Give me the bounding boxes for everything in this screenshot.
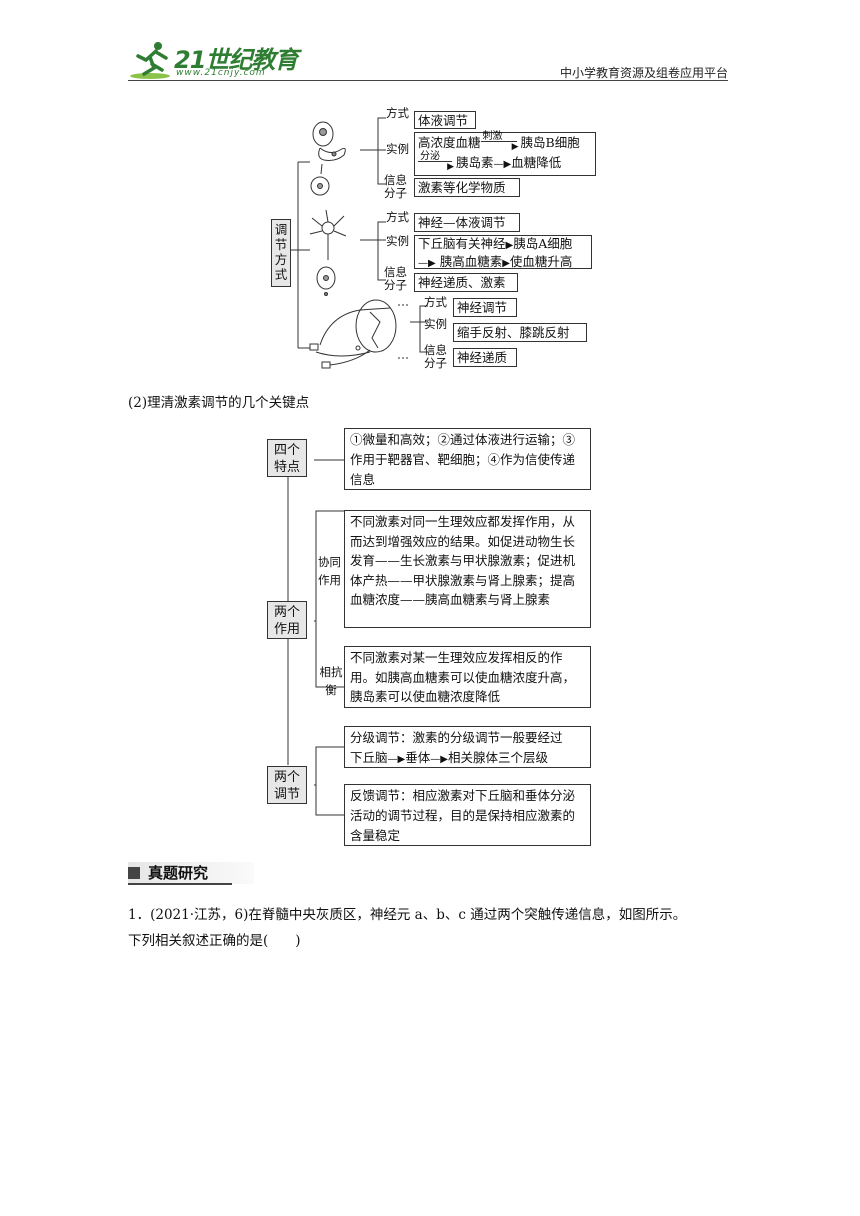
section3-header: 真题研究: [128, 862, 254, 885]
reflex-arc-icon: [309, 299, 410, 369]
ex-text: 使血糖升高: [509, 254, 573, 269]
logo-text: 21世纪教育: [174, 46, 298, 74]
two-effects-node: 两个作用: [267, 601, 307, 639]
arrow-icon: —▶: [493, 159, 512, 170]
grading-part: 相关腺体三个层级: [447, 750, 548, 765]
nh-example-label: 实例: [386, 234, 409, 248]
features-node: 四个特点: [267, 439, 307, 477]
platform-name: 中小学教育资源及组卷应用平台: [559, 66, 728, 80]
features-text: ①微量和高效；②通过体液进行运输；③作用于靶器官、靶细胞；④作为信使传递信息: [344, 428, 591, 490]
nh-info-label: 信息分子: [384, 265, 407, 292]
diagram1-connectors: [288, 117, 428, 369]
two-effects-label: 两个作用: [273, 605, 300, 637]
neural-info: 神经递质: [453, 348, 517, 367]
endocrine-cell-icon: [310, 121, 346, 196]
root-label: 调节方式: [274, 222, 288, 282]
nh-info: 神经递质、激素: [414, 273, 518, 292]
arrow-icon: ▶: [447, 162, 454, 172]
neural-example-label: 实例: [424, 317, 447, 331]
grading-part: 下丘脑: [350, 750, 388, 765]
header-divider: [128, 80, 728, 81]
humoral-mode: 体液调节: [414, 111, 476, 129]
arrow-icon: —▶: [430, 754, 448, 765]
ex-text: 胰高血糖素: [439, 254, 503, 269]
logo-url: www.21cnjy.com: [176, 68, 266, 78]
humoral-info-label: 信息分子: [384, 173, 407, 200]
neural-example: 缩手反射、膝跳反射: [453, 323, 587, 342]
antagonism-text: 不同激素对某一生理效应发挥相反的作用。如胰高血糖素可以使血糖浓度升高，胰岛素可以…: [344, 646, 591, 708]
synergy-label: 协同作用: [318, 555, 341, 587]
humoral-mode-label: 方式: [386, 106, 409, 120]
two-regulations-node: 两个调节: [267, 766, 307, 804]
section2-title: (2)理清激素调节的几个关键点: [128, 395, 310, 411]
question-line1: 1．(2021·江苏，6)在脊髓中央灰质区，神经元 a、b、c 通过两个突触传递…: [128, 907, 687, 923]
nh-example: 下丘脑有关神经▶胰岛A细胞 —▶ 胰高血糖素▶使血糖升高: [414, 235, 592, 269]
synergy-text: 不同激素对同一生理效应都发挥作用，从而达到增强效应的结果。如促进动物生长发育——…: [344, 510, 591, 628]
feedback-text: 反馈调节：相应激素对下丘脑和垂体分泌活动的调节过程，目的是保持相应激素的含量稳定: [344, 784, 591, 846]
grading-part: 垂体: [405, 750, 431, 765]
humoral-example: 高浓度血糖刺激▶胰岛B细胞 分泌▶胰岛素—▶血糖降低: [414, 131, 596, 176]
humoral-info: 激素等化学物质: [414, 178, 520, 197]
grading-line1: 分级调节：激素的分级调节一般要经过: [350, 730, 563, 745]
root-node: 调节方式: [271, 219, 291, 287]
logo: [128, 38, 298, 82]
ex-text: 胰岛素: [456, 155, 494, 170]
arrow-label: 刺激: [482, 131, 503, 142]
section-marker-icon: [128, 867, 140, 879]
neural-mode: 神经调节: [453, 298, 517, 317]
question-line2: 下列相关叙述正确的是( ): [128, 933, 301, 949]
arrow-icon: —▶: [418, 258, 436, 269]
neural-mode-label: 方式: [424, 295, 447, 309]
arrow-icon: ▶: [511, 142, 519, 152]
arrow-icon: —▶: [387, 754, 406, 765]
section-underline: [128, 883, 232, 885]
nh-mode-label: 方式: [386, 210, 409, 224]
ex-text: 胰岛B细胞: [520, 135, 580, 150]
arrow-icon: ▶: [502, 258, 510, 269]
ex-text: 高浓度血糖: [418, 135, 481, 150]
ex-text: 血糖降低: [511, 155, 562, 170]
runner-logo-icon: [130, 42, 170, 79]
section3-title: 真题研究: [148, 864, 209, 882]
ex-text: 胰岛A细胞: [513, 236, 573, 251]
nh-mode: 神经—体液调节: [414, 213, 520, 232]
neuron-icon: [309, 209, 347, 296]
question-1: 1．(2021·江苏，6)在脊髓中央灰质区，神经元 a、b、c 通过两个突触传递…: [128, 902, 738, 954]
grading-text: 分级调节：激素的分级调节一般要经过 下丘脑—▶垂体—▶相关腺体三个层级: [344, 726, 591, 768]
ex-text: 下丘脑有关神经: [418, 236, 506, 251]
features-label: 四个特点: [273, 443, 300, 475]
two-regulations-label: 两个调节: [273, 770, 300, 802]
arrow-label: 分泌: [420, 151, 440, 162]
arrow-icon: ▶: [505, 240, 514, 251]
antagonism-label: 相抗衡: [319, 665, 343, 697]
humoral-example-label: 实例: [386, 142, 409, 156]
neural-info-label: 信息分子: [424, 343, 447, 370]
